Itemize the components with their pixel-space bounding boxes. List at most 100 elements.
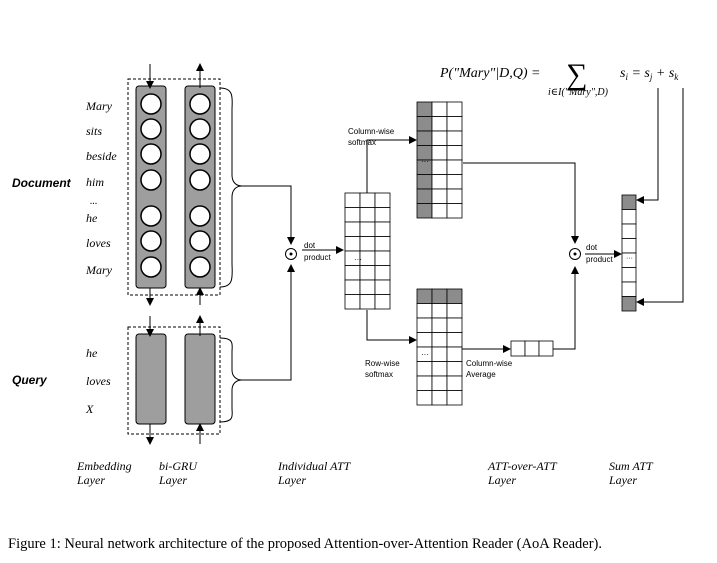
column-average-vector: [510, 340, 554, 357]
embedding-node: [140, 93, 162, 115]
layer-label: Layer: [158, 473, 187, 487]
column-softmax-to-dot-arrow: [463, 162, 579, 244]
attention-cell: [374, 221, 391, 237]
column-softmax-cell: [431, 116, 448, 132]
row-softmax-arrow: [366, 310, 417, 344]
dot-product-label-line: dot: [586, 243, 598, 252]
column-softmax-cell: [431, 174, 448, 190]
query-to-dot-arrow: [242, 264, 295, 381]
embedding-node: [140, 118, 162, 140]
row-softmax-cell: [431, 332, 448, 348]
embedding-node: [140, 205, 162, 227]
embedding-node: [140, 143, 162, 165]
column-softmax-cell: [431, 101, 448, 117]
column-softmax-cell: [416, 203, 433, 219]
sum-cell: [621, 194, 637, 210]
row-softmax-cell: [446, 346, 463, 362]
sum-symbol: ∑: [566, 58, 587, 91]
formula-rhs: si = sj + sk: [620, 66, 679, 82]
column-softmax-label-line: softmax: [348, 138, 376, 147]
attention-cell: [359, 236, 376, 252]
query-word: loves: [86, 374, 111, 388]
attention-cell: [359, 294, 376, 310]
attention-cell: [359, 192, 376, 208]
embedding-node: [140, 256, 162, 278]
sum-attention-vector: [621, 194, 637, 312]
column-softmax-cell: [416, 101, 433, 117]
formula-lhs: P("Mary"|D,Q) =: [439, 66, 540, 81]
bigru-node: [189, 118, 211, 140]
layer-label: Layer: [277, 473, 306, 487]
attention-cell: [344, 192, 361, 208]
dot-product-label-2: dot product: [586, 243, 613, 264]
document-word: him: [86, 175, 104, 189]
matrix-dots: ···: [354, 255, 362, 264]
dot-product-point-2: [573, 252, 577, 256]
attention-cell: [374, 265, 391, 281]
row-softmax-cell: [446, 303, 463, 319]
bigru-node: [189, 143, 211, 165]
bigru-node: [189, 230, 211, 252]
document-words: Mary sits beside him ... he loves Mary: [85, 99, 117, 277]
row-softmax-label-line: Row-wise: [365, 359, 400, 368]
query-brace: [219, 337, 243, 423]
column-softmax-cell: [416, 174, 433, 190]
sum-cell: [621, 296, 637, 312]
column-softmax-cell: [431, 145, 448, 161]
column-softmax-cell: [431, 159, 448, 175]
document-label: Document: [12, 176, 72, 190]
row-softmax-cell: [431, 390, 448, 406]
embedding-node: [140, 169, 162, 191]
average-cell: [524, 340, 540, 357]
layer-label: Individual ATT: [277, 459, 352, 473]
sum-cell: [621, 209, 637, 225]
column-average-label-line: Column-wise: [466, 359, 513, 368]
sum-cell: [621, 223, 637, 239]
document-word: Mary: [85, 99, 113, 113]
attention-cell: [344, 294, 361, 310]
row-softmax-cell: [431, 361, 448, 377]
document-brace: [219, 87, 243, 288]
attention-cell: [359, 207, 376, 223]
document-word: beside: [86, 149, 117, 163]
formula-sum-index: i∈I("Mary",D): [548, 87, 609, 98]
row-softmax-cell: [446, 317, 463, 333]
dot-product-label-line: product: [586, 255, 613, 264]
document-to-dot-arrow: [242, 185, 295, 245]
bigru-node: [189, 93, 211, 115]
dot-product-label-line: product: [304, 253, 331, 262]
row-softmax-cell: [416, 332, 433, 348]
column-softmax-cell: [446, 188, 463, 204]
bigru-node: [189, 205, 211, 227]
attention-cell: [344, 207, 361, 223]
attention-cell: [344, 265, 361, 281]
attention-cell: [344, 221, 361, 237]
attention-cell: [374, 279, 391, 295]
row-softmax-cell: [431, 303, 448, 319]
embedding-node: [140, 230, 162, 252]
column-softmax-cell: [446, 145, 463, 161]
col-matrix-dots: ···: [421, 157, 429, 166]
layer-label: ATT-over-ATT: [487, 459, 558, 473]
column-softmax-cell: [416, 116, 433, 132]
layer-label: Sum ATT: [609, 459, 654, 473]
attention-cell: [359, 250, 376, 266]
row-softmax-cell: [431, 375, 448, 391]
row-softmax-cell: [416, 361, 433, 377]
document-word: Mary: [85, 263, 113, 277]
architecture-diagram: P("Mary"|D,Q) = ∑ i∈I("Mary",D) si = sj …: [12, 58, 684, 487]
sum-cell: [621, 267, 637, 283]
query-bigru-column: [184, 333, 216, 425]
sum-vector-dots: ···: [626, 255, 633, 262]
query-label: Query: [12, 373, 48, 387]
column-softmax-label-line: Column-wise: [348, 127, 395, 136]
document-word: sits: [86, 124, 102, 138]
column-softmax-cell: [431, 130, 448, 146]
layer-label: Layer: [608, 473, 637, 487]
row-softmax-cell: [416, 375, 433, 391]
bigru-node: [189, 169, 211, 191]
document-word: ...: [90, 196, 98, 207]
dot-product-label-1: dot product: [304, 241, 331, 262]
row-softmax-cell: [431, 317, 448, 333]
column-softmax-cell: [431, 203, 448, 219]
